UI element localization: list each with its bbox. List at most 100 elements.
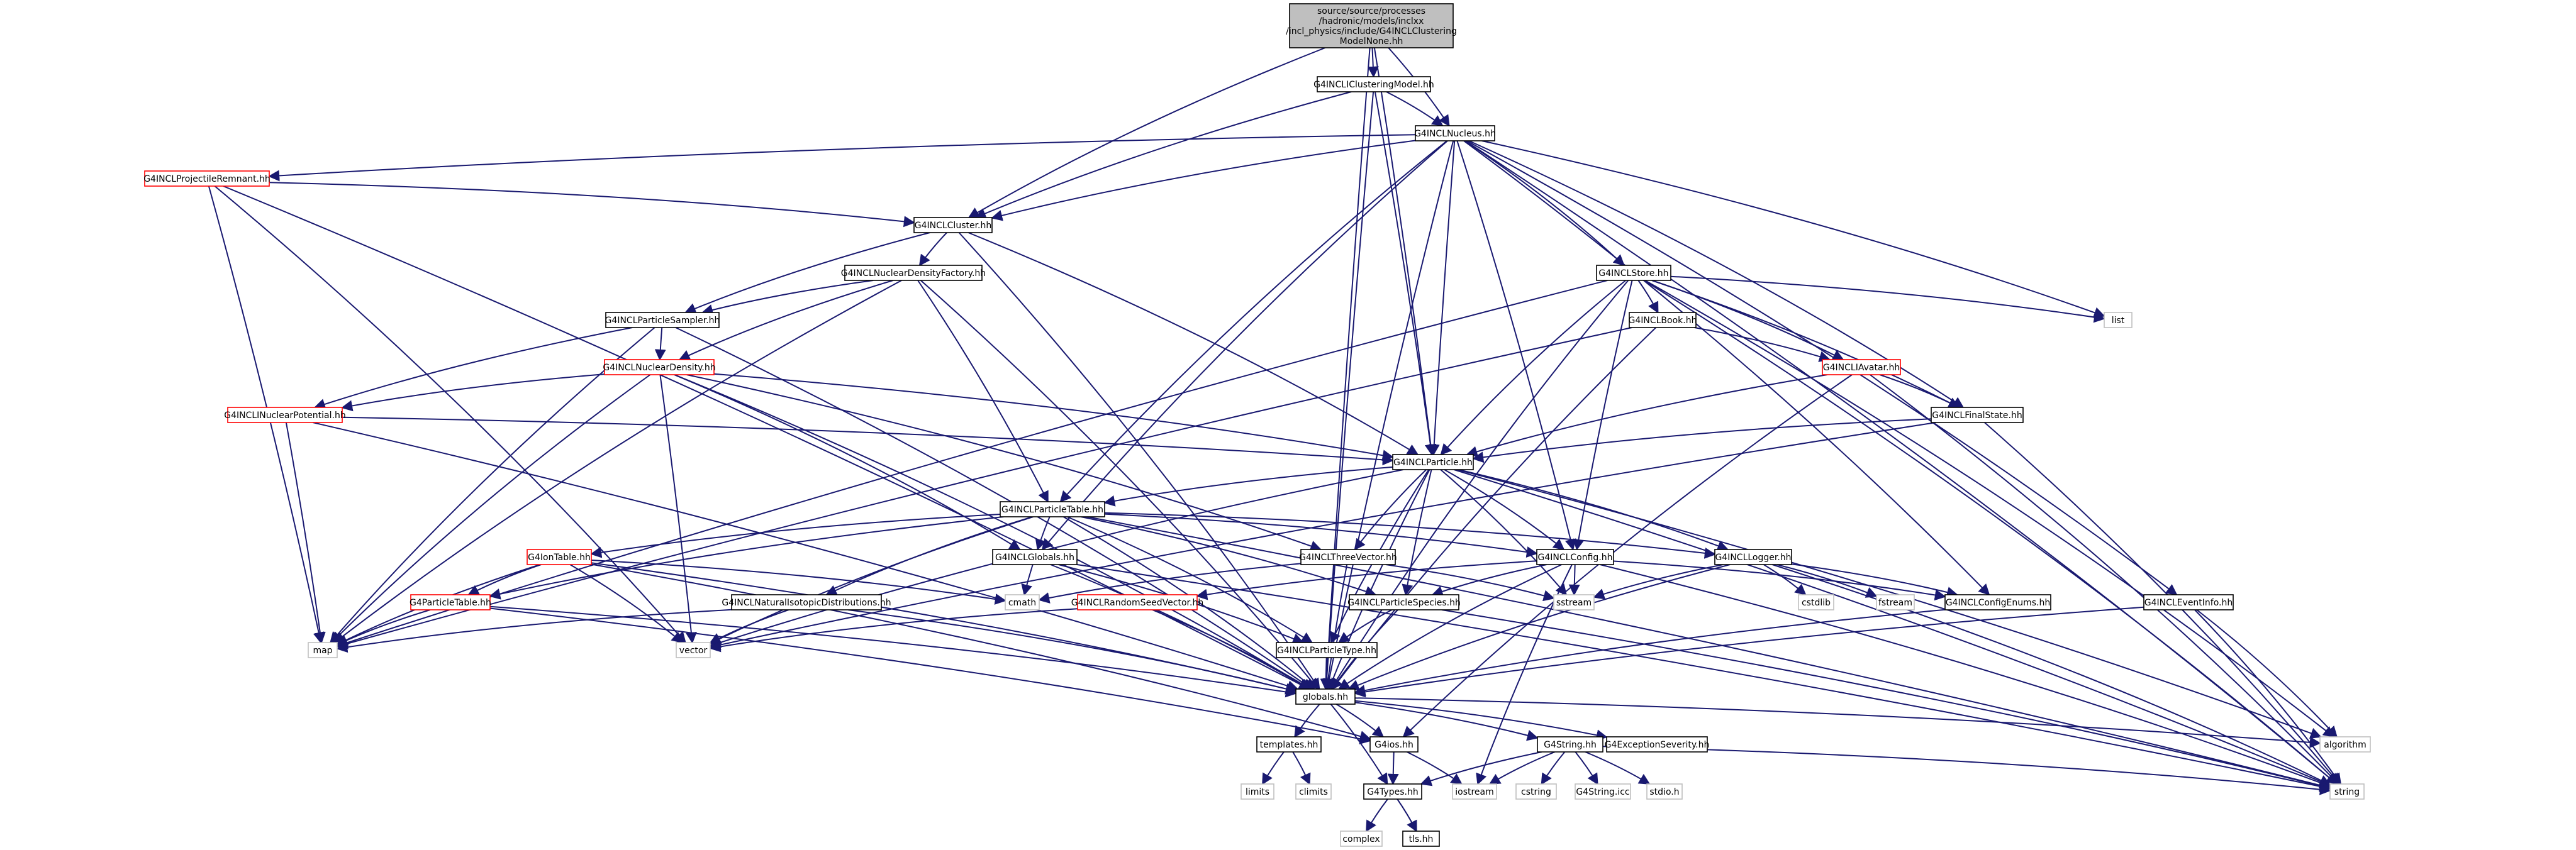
node-npotential[interactable]: G4INCLINuclearPotential.hh <box>224 407 346 423</box>
dependency-edge-natiso-to-vector <box>709 609 789 644</box>
dependency-edge-cluster-to-psampler <box>684 232 930 314</box>
node-sstream: sstream <box>1553 594 1595 610</box>
node-eventinfo[interactable]: G4INCLEventInfo.hh <box>2143 594 2234 610</box>
node-pspecies[interactable]: G4INCLParticleSpecies.hh <box>1347 594 1461 610</box>
node-projrem[interactable]: G4INCLProjectileRemnant.hh <box>143 170 270 187</box>
dependency-edge-ndensity-to-particle <box>713 373 1394 461</box>
node-nucleus[interactable]: G4INCLNucleus.hh <box>1414 125 1496 141</box>
node-box <box>1876 594 1915 610</box>
dependency-edge-particle-to-globals <box>1327 469 1430 690</box>
dependency-edge-globals_incl-to-globals <box>1050 564 1311 690</box>
node-box <box>913 217 993 233</box>
dependency-edge-config-to-globals <box>1338 564 1562 690</box>
node-book[interactable]: G4INCLBook.hh <box>1629 312 1697 328</box>
dependency-edge-ndfactory-to-ptable <box>917 280 1049 503</box>
node-box <box>1363 783 1422 800</box>
node-label: /incl_physics/include/G4INCLClustering <box>1286 26 1457 36</box>
node-g4types[interactable]: G4Types.hh <box>1363 783 1422 800</box>
node-box <box>1596 265 1671 281</box>
dependency-edge-globals-to-g4types <box>1330 704 1388 785</box>
node-box <box>1537 736 1603 753</box>
node-label: map <box>313 646 332 656</box>
node-threevec[interactable]: G4INCLThreeVector.hh <box>1299 549 1397 565</box>
dependency-edge-root-to-globals <box>1320 47 1371 690</box>
node-box <box>2104 312 2133 328</box>
dependency-edge-ndensity-to-map <box>331 374 651 644</box>
dependency-edge-particle-to-threevec <box>1354 469 1427 551</box>
dependency-edge-store-to-particle <box>1440 280 1626 456</box>
dependency-edge-store-to-book <box>1637 280 1659 314</box>
node-label: G4INCLNuclearDensityFactory.hh <box>841 268 986 279</box>
node-box <box>1077 594 1198 610</box>
node-box <box>1415 125 1495 141</box>
node-psampler[interactable]: G4INCLParticleSampler.hh <box>605 312 720 328</box>
dependency-edge-globals-to-templates <box>1294 704 1320 738</box>
node-clusteringmodel[interactable]: G4INCLIClusteringModel.hh <box>1313 76 1434 92</box>
node-root[interactable]: source/source/processes/hadronic/models/… <box>1286 3 1457 48</box>
node-iavatar[interactable]: G4INCLIAvatar.hh <box>1822 359 1901 375</box>
node-g4ios[interactable]: G4ios.hh <box>1369 736 1419 753</box>
node-box <box>1369 736 1419 753</box>
node-label: G4INCLNuclearDensity.hh <box>603 363 715 373</box>
node-climits: climits <box>1295 783 1332 800</box>
node-box <box>604 359 715 375</box>
node-label: iostream <box>1455 787 1494 797</box>
dependency-edge-clusteringmodel-to-globals <box>1321 91 1374 690</box>
dependency-edge-g4types-to-complex <box>1366 798 1388 832</box>
dependency-edge-nucleus-to-ptable <box>1059 140 1447 503</box>
node-label: G4INCLRandomSeedVector.hh <box>1071 598 1203 608</box>
node-store[interactable]: G4INCLStore.hh <box>1596 265 1671 281</box>
node-label: G4INCLParticleSpecies.hh <box>1347 598 1461 608</box>
node-label: fstream <box>1878 598 1912 608</box>
node-box <box>1276 642 1378 658</box>
node-ptable[interactable]: G4INCLParticleTable.hh <box>1000 501 1105 517</box>
dependency-edge-globals-to-algorithm <box>1354 697 2321 748</box>
node-configenums[interactable]: G4INCLConfigEnums.hh <box>1944 594 2051 610</box>
node-label: G4Types.hh <box>1367 787 1418 797</box>
dependency-edge-eventinfo-to-algorithm <box>2196 609 2338 738</box>
node-globals_incl[interactable]: G4INCLGlobals.hh <box>992 549 1078 565</box>
node-g4ptable[interactable]: G4ParticleTable.hh <box>410 594 491 610</box>
node-g4exc[interactable]: G4ExceptionSeverity.hh <box>1605 736 1710 753</box>
node-rseed[interactable]: G4INCLRandomSeedVector.hh <box>1071 594 1203 610</box>
node-templates[interactable]: templates.hh <box>1256 736 1322 753</box>
node-box <box>1402 831 1440 847</box>
node-label: G4INCLINuclearPotential.hh <box>224 411 345 421</box>
node-g4string[interactable]: G4String.hh <box>1537 736 1603 753</box>
node-label: G4IonTable.hh <box>528 553 591 563</box>
dependency-edge-pspecies-to-ptype <box>1337 609 1393 644</box>
dependency-edge-g4string-to-iostream <box>1488 751 1556 785</box>
node-config[interactable]: G4INCLConfig.hh <box>1536 549 1614 565</box>
node-ndfactory[interactable]: G4INCLNuclearDensityFactory.hh <box>841 265 986 281</box>
dependency-edge-store-to-globals <box>1330 280 1629 690</box>
node-box <box>1340 831 1383 847</box>
dependency-edge-ndensity-to-threevec <box>686 374 1322 552</box>
node-cmath: cmath <box>1005 594 1040 610</box>
node-label: G4ios.hh <box>1374 740 1413 750</box>
node-cluster[interactable]: G4INCLCluster.hh <box>913 217 993 233</box>
node-natiso[interactable]: G4INCLNaturalIsotopicDistributions.hh <box>722 594 891 610</box>
node-stdioh: stdio.h <box>1646 783 1683 800</box>
dependency-edge-finalstate-to-particle <box>1472 418 1932 463</box>
node-ptype[interactable]: G4INCLParticleType.hh <box>1276 642 1378 658</box>
dependency-edge-ptable-to-g4ptable <box>489 516 1004 600</box>
node-box <box>2319 736 2371 753</box>
node-iontable[interactable]: G4IonTable.hh <box>527 549 592 565</box>
dependency-edge-particle-to-ptable <box>1103 466 1393 507</box>
dependency-edge-nucleus-to-configenums <box>1463 140 1990 596</box>
node-logger[interactable]: G4INCLLogger.hh <box>1714 549 1792 565</box>
dependency-edge-projrem-to-vector <box>214 185 686 644</box>
node-particle[interactable]: G4INCLParticle.hh <box>1392 454 1474 470</box>
node-globals[interactable]: globals.hh <box>1295 688 1356 705</box>
node-finalstate[interactable]: G4INCLFinalState.hh <box>1931 407 2024 423</box>
dependency-edge-iavatar-to-string <box>1870 374 2339 785</box>
node-tlsh[interactable]: tls.hh <box>1402 831 1440 847</box>
node-label: G4String.hh <box>1544 740 1597 750</box>
dependency-edge-threevec-to-sstream <box>1385 564 1555 602</box>
dependency-edge-clusteringmodel-to-cluster <box>974 91 1352 219</box>
node-label: G4INCLProjectileRemnant.hh <box>143 174 270 184</box>
edges-layer <box>208 47 2342 832</box>
node-ndensity[interactable]: G4INCLNuclearDensity.hh <box>603 359 716 375</box>
node-label: G4INCLConfigEnums.hh <box>1946 598 2051 608</box>
